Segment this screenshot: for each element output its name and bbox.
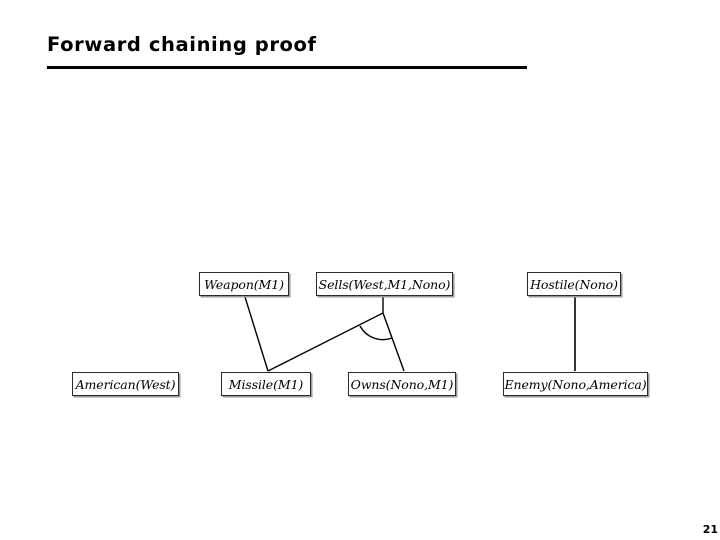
edge-weapon-missile <box>244 296 269 372</box>
edge-missile-junction <box>267 312 384 372</box>
node-weapon[interactable]: Weapon(M1) <box>199 272 289 296</box>
title-divider <box>47 66 527 69</box>
page-number: 21 <box>702 523 718 536</box>
node-sells[interactable]: Sells(West,M1,Nono) <box>316 272 453 296</box>
node-hostile-label: Hostile(Nono) <box>530 276 618 292</box>
node-sells-label: Sells(West,M1,Nono) <box>318 276 451 292</box>
node-owns-label: Owns(Nono,M1) <box>350 376 454 392</box>
edge-junction-owns <box>382 312 405 372</box>
edge-layer <box>244 296 576 372</box>
node-american-label: American(West) <box>75 376 176 392</box>
node-enemy[interactable]: Enemy(Nono,America) <box>503 372 648 396</box>
node-american[interactable]: American(West) <box>72 372 179 396</box>
node-hostile[interactable]: Hostile(Nono) <box>527 272 621 296</box>
node-missile[interactable]: Missile(M1) <box>221 372 311 396</box>
node-weapon-label: Weapon(M1) <box>204 276 284 292</box>
node-enemy-label: Enemy(Nono,America) <box>504 376 647 392</box>
page-title: Forward chaining proof <box>47 33 317 56</box>
and-connector-arc <box>359 325 393 341</box>
node-missile-label: Missile(M1) <box>228 376 304 392</box>
node-owns[interactable]: Owns(Nono,M1) <box>348 372 456 396</box>
